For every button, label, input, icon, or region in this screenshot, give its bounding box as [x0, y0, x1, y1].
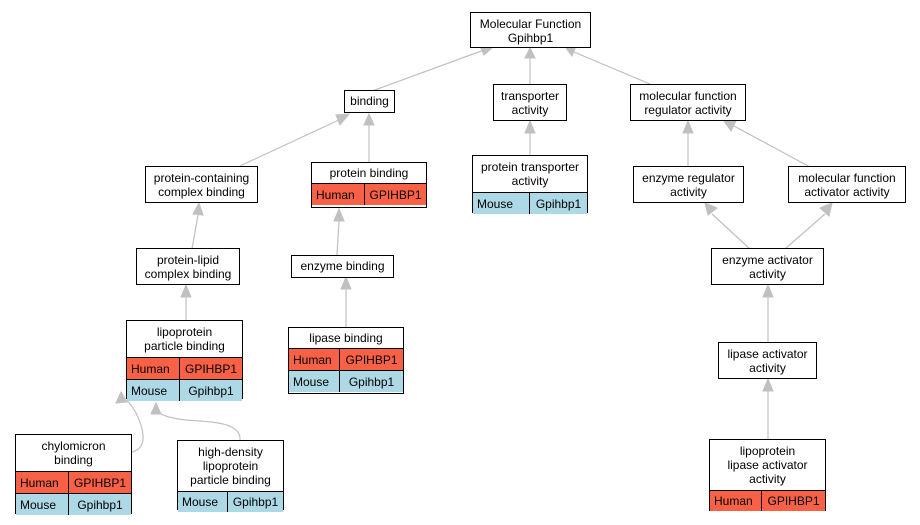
- gene-mouse: Gpihbp1: [227, 492, 283, 512]
- node-label: binding: [350, 94, 389, 108]
- arrowhead-enzreg-mfreg: [682, 119, 694, 134]
- edge-binding-root: [371, 49, 485, 92]
- species-human: Human: [316, 187, 355, 202]
- mouse-annotation-row: Mouse Gpihbp1: [178, 491, 283, 512]
- human-annotation-row: Human GPIHBP1: [312, 183, 426, 205]
- node-lipase-binding[interactable]: lipase binding Human GPIHBP1 Mouse Gpihb…: [288, 327, 404, 394]
- node-label: protein binding: [329, 166, 409, 180]
- arrowhead-enzact-enzreg: [704, 202, 718, 216]
- gene-human: GPIHBP1: [339, 349, 403, 370]
- gene-mouse: Gpihbp1: [68, 494, 131, 515]
- species-mouse: Mouse: [20, 497, 57, 512]
- arrowhead-lipbind-enzbind: [340, 275, 352, 290]
- mouse-annotation-row: Mouse Gpihbp1: [127, 379, 242, 401]
- arrowhead-enzact-mfact: [819, 202, 833, 217]
- edge-pcbind-binding: [239, 118, 342, 167]
- arrowhead-lplact-lipact: [762, 377, 774, 392]
- gene-human: GPIHBP1: [179, 358, 242, 379]
- species-human: Human: [714, 494, 753, 508]
- arrowhead-enzbind-protbind: [333, 207, 345, 222]
- human-annotation-row: Human GPIHBP1: [127, 357, 242, 379]
- human-annotation-row: Human GPIHBP1: [16, 471, 131, 493]
- mouse-annotation-row: Mouse Gpihbp1: [16, 493, 131, 515]
- edge-hdl-lppbind: [155, 408, 241, 442]
- arrowhead-prottrans-transporter: [524, 119, 536, 134]
- mouse-annotation-row: Mouse Gpihbp1: [473, 192, 587, 214]
- edge-mfact-mfreg: [733, 125, 811, 168]
- gene-mouse: Gpihbp1: [529, 193, 587, 214]
- mouse-annotation-row: Mouse Gpihbp1: [289, 370, 403, 392]
- arrowhead-lipact-enzact: [762, 283, 774, 298]
- gene-human: GPIHBP1: [68, 472, 131, 493]
- arrowhead-protbind-binding: [363, 112, 375, 126]
- arrowhead-plcbind-pcbind: [192, 201, 204, 216]
- arrowhead-pcbind-binding: [335, 113, 351, 126]
- node-label: enzyme binding: [300, 259, 385, 273]
- gene-mouse: Gpihbp1: [339, 371, 403, 392]
- arrowhead-chylo-lppbind: [115, 390, 128, 404]
- node-binding[interactable]: binding: [344, 90, 395, 113]
- node-label: lipase binding: [309, 331, 383, 345]
- node-protein-binding[interactable]: protein binding Human GPIHBP1: [311, 162, 427, 208]
- edge-plcbind-pcbind: [191, 214, 199, 250]
- species-human: Human: [293, 352, 332, 367]
- arrowhead-lppbind-plcbind: [180, 283, 192, 298]
- edge-mfreg-root: [573, 51, 651, 85]
- species-mouse: Mouse: [293, 374, 330, 389]
- arrowhead-mfact-mfreg: [723, 120, 737, 132]
- gene-mouse: Gpihbp1: [179, 380, 242, 401]
- species-human: Human: [131, 361, 170, 376]
- species-mouse: Mouse: [131, 383, 168, 398]
- species-mouse: Mouse: [477, 196, 514, 211]
- node-enzyme-binding[interactable]: enzyme binding: [291, 255, 394, 278]
- arrowhead-transporter-root: [524, 46, 536, 59]
- edge-enzact-mfact: [784, 213, 826, 250]
- gene-human: GPIHBP1: [761, 491, 825, 511]
- arrowhead-hdl-lppbind: [150, 401, 162, 415]
- species-human: Human: [20, 475, 59, 490]
- species-mouse: Mouse: [182, 495, 219, 509]
- human-annotation-row: Human GPIHBP1: [289, 348, 403, 370]
- gene-human: GPIHBP1: [364, 184, 426, 205]
- edge-enzbind-protbind: [336, 220, 340, 256]
- human-annotation-row: Human GPIHBP1: [710, 490, 825, 511]
- edge-enzact-enzreg: [711, 213, 751, 250]
